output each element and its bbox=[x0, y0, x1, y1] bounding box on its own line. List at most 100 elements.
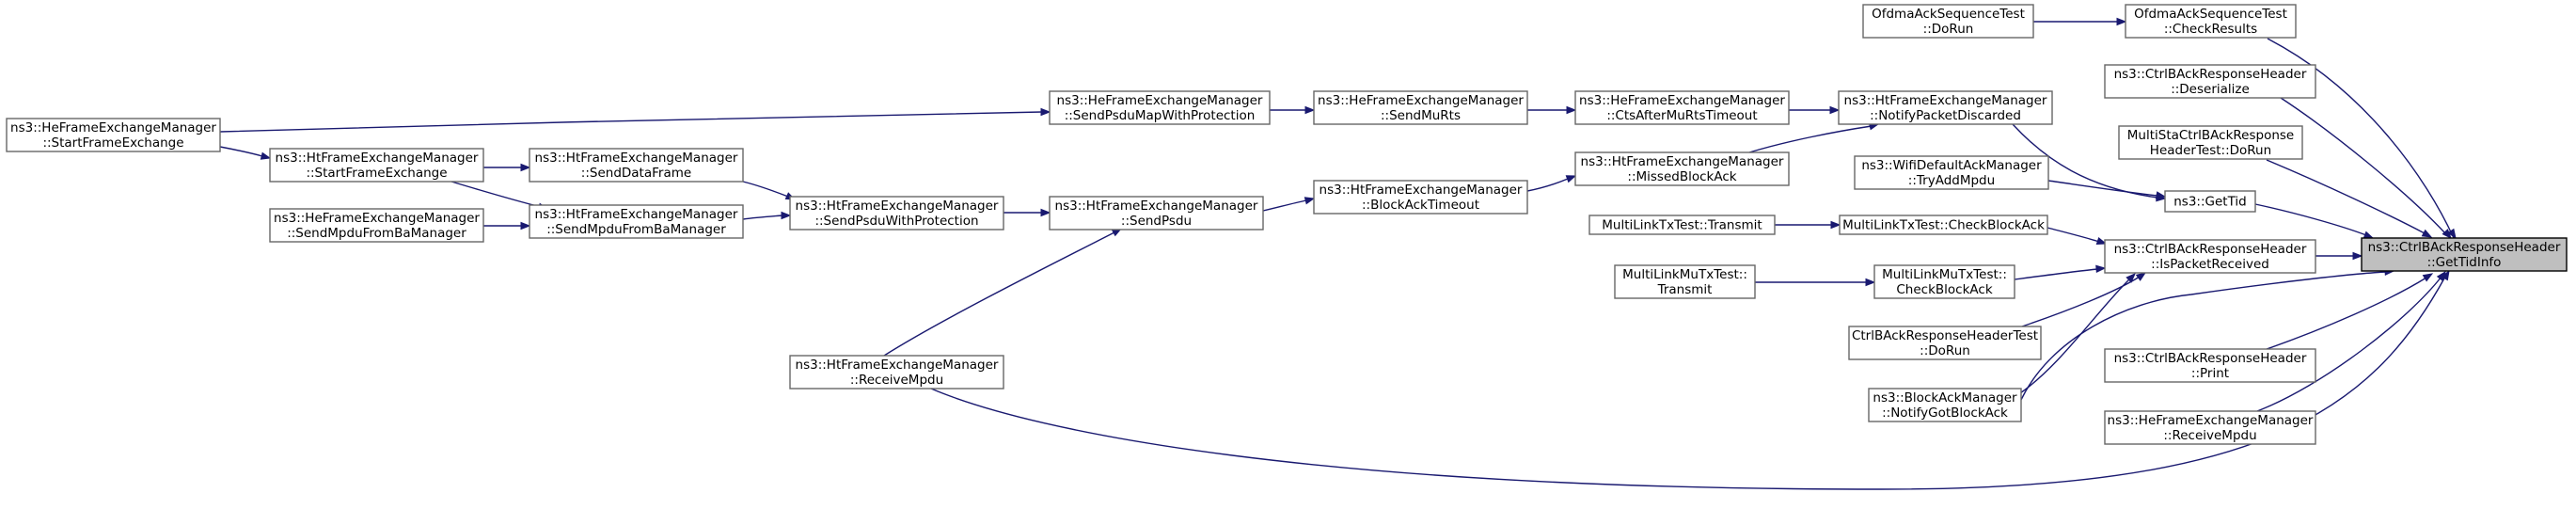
node-ht-startframe[interactable]: ns3::HtFrameExchangeManager::StartFrameE… bbox=[269, 148, 484, 183]
node-mltx-transmit[interactable]: MultiLinkTxTest::Transmit bbox=[1588, 215, 1776, 235]
node-box bbox=[2104, 239, 2316, 274]
edge-sendpsduwithprot-to-sendpsdu bbox=[1004, 208, 1051, 217]
edge-line bbox=[2020, 271, 2388, 401]
edge-line bbox=[2014, 268, 2098, 280]
edge-multista_dorun-to-gettidinfo bbox=[2266, 159, 2433, 238]
edge-mltx_transmit-to-mltx_checkblockack bbox=[1775, 220, 1841, 230]
node-label-line: ns3::HeFrameExchangeManager bbox=[1318, 93, 1524, 108]
node-he-startframe[interactable]: ns3::HeFrameExchangeManager::StartFrameE… bbox=[6, 118, 221, 152]
edge-line bbox=[219, 111, 1043, 133]
node-notifygotblockack[interactable]: ns3::BlockAckManager::NotifyGotBlockAck bbox=[1868, 388, 2022, 422]
node-label-line: ::SendPsdu bbox=[1121, 214, 1192, 229]
node-label-line: ::DoRun bbox=[1923, 22, 1974, 37]
node-box bbox=[529, 204, 744, 239]
edge-line bbox=[2047, 227, 2100, 243]
node-ctrlbacktest-dorun[interactable]: CtrlBAckResponseHeaderTest::DoRun bbox=[1848, 326, 2042, 360]
node-box bbox=[1839, 215, 2048, 235]
edge-he_receivempdu-to-gettidinfo bbox=[2256, 270, 2446, 412]
node-label-line: ::SendMuRts bbox=[1381, 108, 1461, 123]
node-box bbox=[2104, 348, 2316, 383]
node-ht-receivempdu[interactable]: ns3::HtFrameExchangeManager::ReceiveMpdu bbox=[789, 355, 1004, 390]
edge-line bbox=[742, 181, 789, 198]
edge-mltx_checkblockack-to-ispacketreceived bbox=[2047, 227, 2108, 246]
edge-line bbox=[742, 215, 783, 220]
node-multista-dorun[interactable]: MultiStaCtrlBAckResponseHeaderTest::DoRu… bbox=[2118, 125, 2303, 160]
edge-arrowhead bbox=[2436, 270, 2446, 282]
node-senddataframe[interactable]: ns3::HtFrameExchangeManager::SendDataFra… bbox=[529, 148, 744, 183]
node-mlmu-checkblockack[interactable]: MultiLinkMuTxTest::CheckBlockAck bbox=[1873, 264, 2015, 299]
node-box bbox=[1838, 90, 2053, 125]
node-checkresults[interactable]: OfdmaAckSequenceTest::CheckResults bbox=[2125, 4, 2297, 39]
node-tryaddmpdu[interactable]: ns3::WifiDefaultAckManager::TryAddMpdu bbox=[1854, 155, 2049, 190]
edge-arrowhead bbox=[1565, 175, 1577, 183]
node-label-line: ::SendPsduMapWithProtection bbox=[1065, 108, 1256, 123]
node-label-line: ::StartFrameExchange bbox=[42, 135, 183, 151]
edge-arrowhead bbox=[1865, 278, 1876, 287]
node-notifypacketdiscarded[interactable]: ns3::HtFrameExchangeManager::NotifyPacke… bbox=[1838, 90, 2053, 125]
node-label-line: ns3::HtFrameExchangeManager bbox=[1581, 154, 1784, 169]
edge-arrowhead bbox=[2422, 273, 2434, 282]
node-label-line: ::GetTidInfo bbox=[2427, 255, 2502, 270]
edge-ht_startframe-to-senddataframe bbox=[483, 163, 531, 172]
node-ht-sendmpdufromba[interactable]: ns3::HtFrameExchangeManager::SendMpduFro… bbox=[529, 204, 744, 239]
node-box bbox=[6, 118, 221, 152]
node-label-line: ::ReceiveMpdu bbox=[850, 373, 943, 388]
node-label-line: ns3::HtFrameExchangeManager bbox=[796, 358, 999, 373]
edge-arrowhead bbox=[2126, 273, 2136, 283]
edge-missedblockack-to-notifypacketdiscarded bbox=[1748, 122, 1880, 153]
node-missedblockack[interactable]: ns3::HtFrameExchangeManager::MissedBlock… bbox=[1574, 151, 1790, 186]
node-label-line: ns3::HeFrameExchangeManager bbox=[1057, 93, 1263, 108]
node-sendmurts[interactable]: ns3::HeFrameExchangeManager::SendMuRts bbox=[1313, 90, 1528, 125]
node-box bbox=[2125, 4, 2297, 39]
node-gettidinfo[interactable]: ns3::CtrlBAckResponseHeader::GetTidInfo bbox=[2361, 237, 2568, 272]
edge-line bbox=[2021, 276, 2141, 327]
node-box bbox=[2164, 190, 2256, 213]
edge-arrowhead bbox=[1304, 105, 1316, 115]
edge-he_startframe-to-sendpsdumap bbox=[219, 107, 1051, 133]
node-label-line: ::StartFrameExchange bbox=[306, 166, 447, 181]
node-he-receivempdu[interactable]: ns3::HeFrameExchangeManager::ReceiveMpdu bbox=[2104, 410, 2316, 445]
node-label-line: ::SendDataFrame bbox=[581, 166, 691, 181]
node-blockacktimeout[interactable]: ns3::HtFrameExchangeManager::BlockAckTim… bbox=[1313, 180, 1528, 215]
edge-checkresults-to-gettidinfo bbox=[2267, 38, 2457, 240]
node-ctsaftermurts[interactable]: ns3::HeFrameExchangeManager::CtsAfterMuR… bbox=[1574, 90, 1790, 125]
nodes-layer: ns3::CtrlBAckResponseHeader::GetTidInfo O… bbox=[6, 4, 2568, 445]
node-ispacketreceived[interactable]: ns3::CtrlBAckResponseHeader::IsPacketRec… bbox=[2104, 239, 2316, 274]
node-box bbox=[529, 148, 744, 183]
node-he-sendmpdufromba[interactable]: ns3::HeFrameExchangeManager::SendMpduFro… bbox=[269, 208, 484, 243]
node-mlmu-transmit[interactable]: MultiLinkMuTxTest::Transmit bbox=[1614, 264, 1756, 299]
node-sendpsdumap[interactable]: ns3::HeFrameExchangeManager::SendPsduMap… bbox=[1049, 90, 1271, 125]
node-gettid[interactable]: ns3::GetTid bbox=[2164, 190, 2256, 213]
node-box bbox=[1049, 90, 1271, 125]
edge-arrowhead bbox=[2095, 236, 2108, 246]
node-box bbox=[1862, 4, 2034, 39]
node-ofdma-dorun[interactable]: OfdmaAckSequenceTest::DoRun bbox=[1862, 4, 2034, 39]
node-label-line: ns3::GetTid bbox=[2173, 195, 2247, 210]
node-mltx-checkblockack[interactable]: MultiLinkTxTest::CheckBlockAck bbox=[1839, 215, 2048, 235]
edge-arrowhead bbox=[1566, 105, 1577, 115]
node-label-line: ::SendMpduFromBaManager bbox=[546, 222, 726, 237]
node-label-line: ::CtsAfterMuRtsTimeout bbox=[1606, 108, 1757, 123]
edge-arrowhead bbox=[2155, 191, 2167, 199]
edge-gettid-to-gettidinfo bbox=[2254, 203, 2375, 239]
edge-sendpsdu-to-blockacktimeout bbox=[1262, 197, 1316, 212]
node-label-line: HeaderTest::DoRun bbox=[2150, 143, 2271, 158]
node-sendpsduwithprot[interactable]: ns3::HtFrameExchangeManager::SendPsduWit… bbox=[789, 196, 1004, 231]
edge-line bbox=[930, 276, 2446, 490]
edge-ht_sendmpdufromba-to-sendpsduwithprot bbox=[742, 211, 792, 220]
edge-arrowhead bbox=[1040, 107, 1051, 117]
node-box bbox=[269, 208, 484, 243]
node-label-line: MultiStaCtrlBAckResponse bbox=[2127, 128, 2295, 143]
edge-line bbox=[2254, 203, 2367, 236]
edge-line bbox=[2266, 277, 2427, 350]
edge-mlmu_checkblockack-to-ispacketreceived bbox=[2014, 264, 2107, 280]
edges-layer bbox=[219, 17, 2457, 490]
node-sendpsdu[interactable]: ns3::HtFrameExchangeManager::SendPsdu bbox=[1049, 196, 1264, 231]
edge-line bbox=[2267, 38, 2455, 239]
edge-arrowhead bbox=[1304, 197, 1316, 205]
node-label-line: ns3::HtFrameExchangeManager bbox=[1320, 183, 1523, 198]
node-print[interactable]: ns3::CtrlBAckResponseHeader::Print bbox=[2104, 348, 2316, 383]
edge-notifygotblockack-to-ispacketreceived bbox=[2016, 273, 2136, 396]
node-deserialize[interactable]: ns3::CtrlBAckResponseHeader::Deserialize bbox=[2104, 64, 2316, 99]
edge-arrowhead bbox=[260, 151, 272, 160]
